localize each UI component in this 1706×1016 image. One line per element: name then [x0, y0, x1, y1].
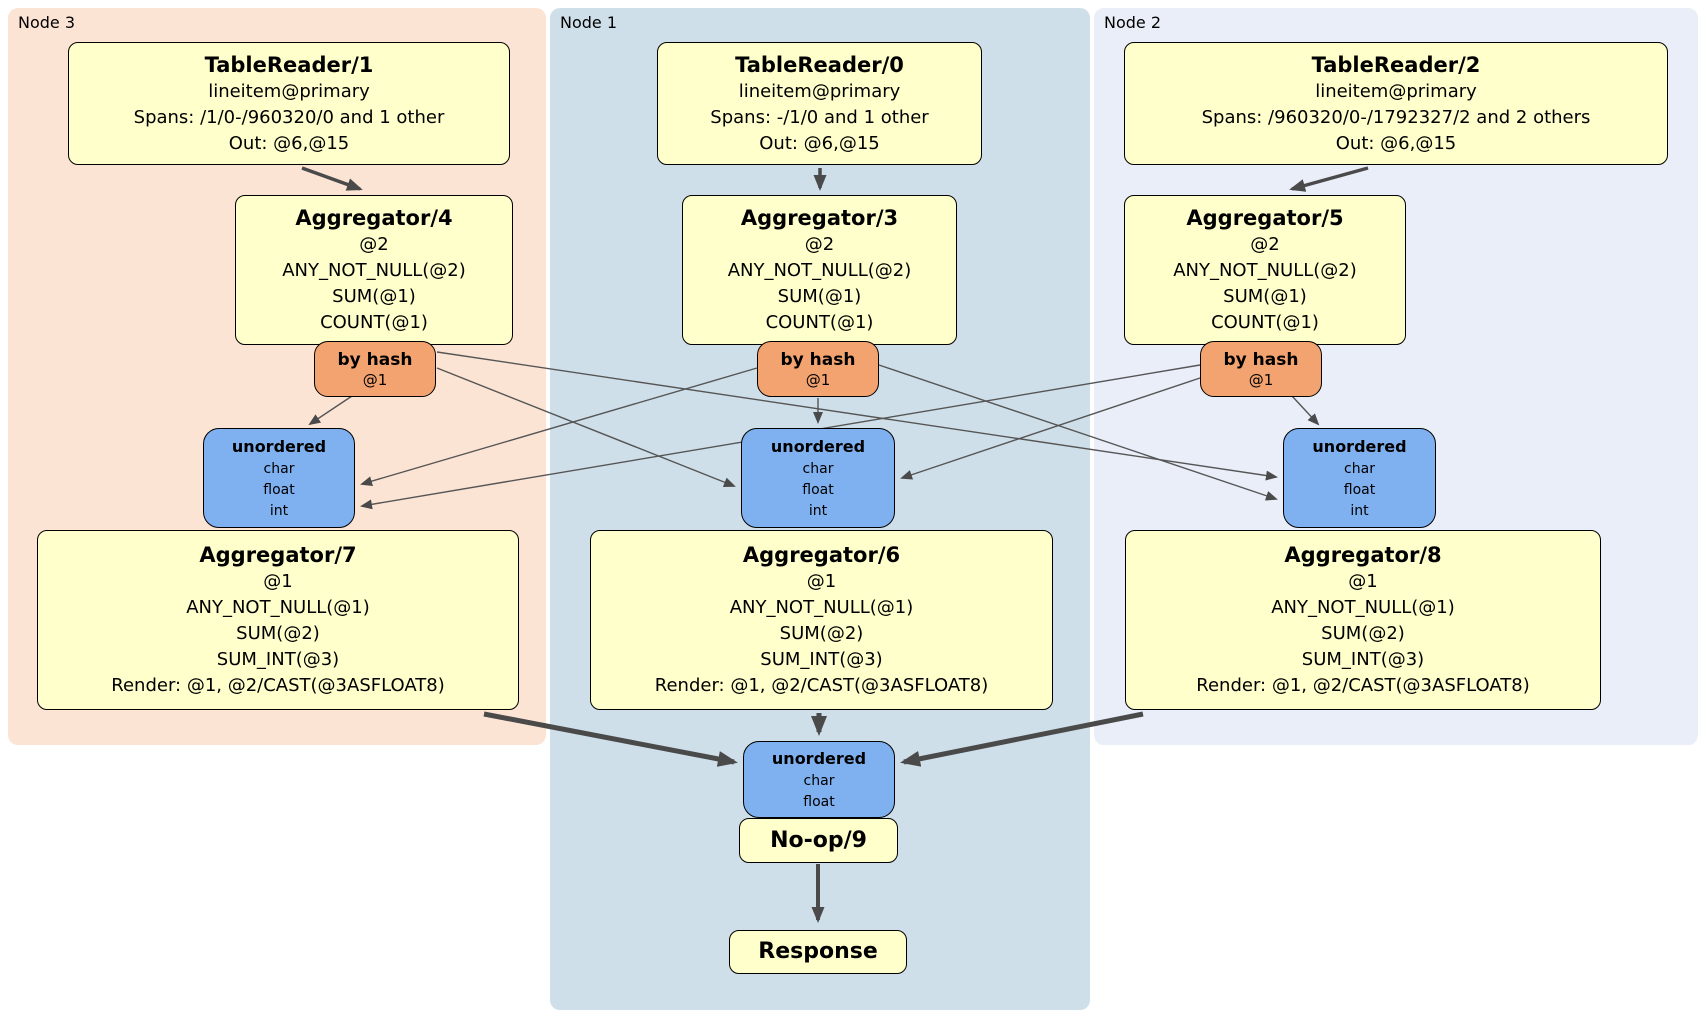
aggregator-6-box: Aggregator/6 @1 ANY_NOT_NULL(@1) SUM(@2)… — [590, 530, 1053, 710]
tablereader-1-out: Out: @6,@15 — [228, 132, 350, 154]
aggregator-8-fn3: SUM_INT(@3) — [1301, 649, 1425, 670]
aggregator-8-title: Aggregator/8 — [1284, 543, 1442, 567]
node3-label: Node 3 — [18, 13, 76, 32]
by-hash-router-node1-key: @1 — [805, 370, 831, 389]
aggregator-6-fn3: SUM_INT(@3) — [760, 649, 883, 670]
aggregator-6-group: @1 — [806, 571, 837, 592]
tablereader-1-box: TableReader/1 lineitem@primary Spans: /1… — [68, 42, 510, 165]
tablereader-2-spans: Spans: /960320/0-/1792327/2 and 2 others — [1201, 106, 1591, 128]
unordered-sync-final-col1: char — [803, 772, 835, 789]
aggregator-3-fn1: ANY_NOT_NULL(@2) — [727, 260, 912, 281]
unordered-sync-final-col2: float — [803, 793, 835, 810]
aggregator-4-group: @2 — [359, 234, 389, 255]
unordered-sync-node1-col3: int — [808, 502, 828, 519]
tablereader-2-out: Out: @6,@15 — [1335, 132, 1457, 154]
aggregator-4-box: Aggregator/4 @2 ANY_NOT_NULL(@2) SUM(@1)… — [235, 195, 513, 345]
by-hash-router-node3: by hash @1 — [314, 341, 436, 397]
aggregator-6-render: Render: @1, @2/CAST(@3ASFLOAT8) — [654, 675, 989, 696]
aggregator-5-title: Aggregator/5 — [1186, 206, 1344, 230]
by-hash-router-node3-label: by hash — [337, 349, 413, 370]
aggregator-4-fn1: ANY_NOT_NULL(@2) — [282, 260, 466, 281]
aggregator-6-fn2: SUM(@2) — [779, 623, 864, 644]
aggregator-3-fn2: SUM(@1) — [777, 286, 862, 307]
node2-label: Node 2 — [1104, 13, 1162, 32]
aggregator-6-fn1: ANY_NOT_NULL(@1) — [729, 597, 914, 618]
by-hash-router-node2: by hash @1 — [1200, 341, 1322, 397]
aggregator-7-box: Aggregator/7 @1 ANY_NOT_NULL(@1) SUM(@2)… — [37, 530, 519, 710]
unordered-sync-final-label: unordered — [771, 748, 867, 768]
unordered-sync-node3-col2: float — [263, 481, 295, 498]
aggregator-5-box: Aggregator/5 @2 ANY_NOT_NULL(@2) SUM(@1)… — [1124, 195, 1406, 345]
unordered-sync-node2-label: unordered — [1312, 436, 1407, 456]
aggregator-5-fn3: COUNT(@1) — [1211, 312, 1319, 333]
aggregator-3-group: @2 — [804, 234, 835, 255]
aggregator-7-render: Render: @1, @2/CAST(@3ASFLOAT8) — [111, 675, 445, 696]
tablereader-0-spans: Spans: -/1/0 and 1 other — [710, 106, 929, 128]
unordered-sync-node2-col2: float — [1343, 481, 1376, 498]
tablereader-1-index: lineitem@primary — [208, 80, 370, 102]
tablereader-0-out: Out: @6,@15 — [759, 132, 880, 154]
aggregator-3-fn3: COUNT(@1) — [765, 312, 874, 333]
unordered-sync-node3-col3: int — [269, 502, 289, 519]
aggregator-7-fn1: ANY_NOT_NULL(@1) — [186, 597, 370, 618]
aggregator-7-fn3: SUM_INT(@3) — [216, 649, 340, 670]
tablereader-1-title: TableReader/1 — [204, 52, 374, 77]
aggregator-7-title: Aggregator/7 — [199, 543, 357, 567]
aggregator-5-fn1: ANY_NOT_NULL(@2) — [1173, 260, 1357, 281]
response-box: Response — [729, 930, 907, 974]
tablereader-2-box: TableReader/2 lineitem@primary Spans: /9… — [1124, 42, 1668, 165]
aggregator-8-group: @1 — [1348, 571, 1378, 592]
tablereader-2-index: lineitem@primary — [1315, 80, 1477, 102]
tablereader-1-spans: Spans: /1/0-/960320/0 and 1 other — [133, 106, 445, 128]
aggregator-8-box: Aggregator/8 @1 ANY_NOT_NULL(@1) SUM(@2)… — [1125, 530, 1601, 710]
by-hash-router-node3-key: @1 — [362, 370, 388, 389]
unordered-sync-node1: unordered char float int — [741, 428, 895, 528]
by-hash-router-node1: by hash @1 — [757, 341, 879, 397]
by-hash-router-node2-key: @1 — [1248, 370, 1274, 389]
unordered-sync-final: unordered char float — [743, 741, 895, 818]
unordered-sync-node1-col2: float — [802, 481, 834, 498]
tablereader-0-title: TableReader/0 — [735, 52, 904, 77]
by-hash-router-node1-label: by hash — [780, 349, 856, 370]
aggregator-3-title: Aggregator/3 — [740, 206, 899, 230]
by-hash-router-node2-label: by hash — [1223, 349, 1299, 370]
unordered-sync-node2-col1: char — [1344, 460, 1375, 477]
noop-title: No-op/9 — [770, 827, 867, 853]
unordered-sync-node3-label: unordered — [231, 436, 327, 456]
noop-box: No-op/9 — [739, 818, 898, 863]
node1-label: Node 1 — [560, 13, 618, 32]
aggregator-8-render: Render: @1, @2/CAST(@3ASFLOAT8) — [1196, 675, 1530, 696]
aggregator-8-fn1: ANY_NOT_NULL(@1) — [1271, 597, 1455, 618]
unordered-sync-node3-col1: char — [263, 460, 295, 477]
aggregator-4-fn3: COUNT(@1) — [320, 312, 428, 333]
unordered-sync-node2-col3: int — [1350, 502, 1369, 519]
aggregator-4-title: Aggregator/4 — [295, 206, 453, 230]
response-title: Response — [758, 939, 878, 964]
aggregator-3-box: Aggregator/3 @2 ANY_NOT_NULL(@2) SUM(@1)… — [682, 195, 957, 345]
aggregator-8-fn2: SUM(@2) — [1321, 623, 1405, 644]
aggregator-5-fn2: SUM(@1) — [1223, 286, 1307, 307]
unordered-sync-node3: unordered char float int — [203, 428, 355, 528]
aggregator-4-fn2: SUM(@1) — [332, 286, 416, 307]
unordered-sync-node2: unordered char float int — [1283, 428, 1436, 528]
aggregator-7-fn2: SUM(@2) — [236, 623, 320, 644]
unordered-sync-node1-col1: char — [802, 460, 834, 477]
tablereader-0-box: TableReader/0 lineitem@primary Spans: -/… — [657, 42, 982, 165]
aggregator-6-title: Aggregator/6 — [742, 543, 901, 567]
tablereader-0-index: lineitem@primary — [738, 80, 901, 102]
aggregator-5-group: @2 — [1250, 234, 1280, 255]
tablereader-2-title: TableReader/2 — [1311, 52, 1481, 77]
aggregator-7-group: @1 — [263, 571, 293, 592]
unordered-sync-node1-label: unordered — [770, 436, 866, 456]
